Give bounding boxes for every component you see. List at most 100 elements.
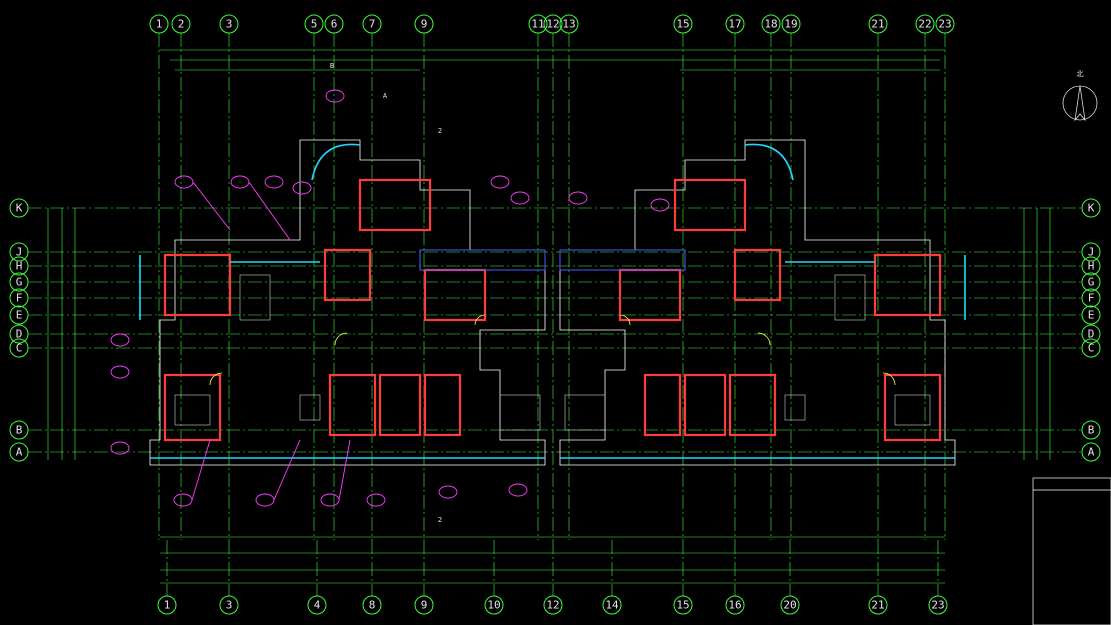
axis-bubble-left-A-label: A bbox=[16, 446, 23, 459]
axis-bubble-right-G-label: G bbox=[1088, 276, 1095, 289]
axis-bubble-bottom-9: 9 bbox=[414, 595, 434, 615]
axis-bubble-right-B: B bbox=[1081, 420, 1101, 440]
axis-bubble-right-B-label: B bbox=[1088, 424, 1095, 437]
axis-bubble-left-G-label: G bbox=[16, 276, 23, 289]
axis-bubble-right-H-label: H bbox=[1088, 260, 1095, 273]
axis-bubble-left-H-label: H bbox=[16, 260, 23, 273]
axis-bubble-bottom-8: 8 bbox=[362, 595, 382, 615]
axis-bubble-bottom-21: 21 bbox=[868, 595, 888, 615]
axis-bubble-right-H: H bbox=[1081, 256, 1101, 276]
axis-bubble-top-6: 6 bbox=[324, 14, 344, 34]
axis-bubble-left-D-label: D bbox=[16, 328, 23, 341]
axis-bubble-left-K: K bbox=[9, 198, 29, 218]
axis-bubble-left-K-label: K bbox=[16, 202, 23, 215]
axis-bubble-top-9-label: 9 bbox=[421, 18, 428, 31]
section-mark-2-top: 2 bbox=[438, 127, 442, 135]
axis-bubble-bottom-15-label: 15 bbox=[676, 599, 689, 612]
axis-bubble-bottom-1: 1 bbox=[157, 595, 177, 615]
axis-bubble-left-F-label: F bbox=[16, 292, 23, 305]
section-mark-2-bottom: 2 bbox=[438, 516, 442, 524]
section-mark-b: B bbox=[330, 62, 334, 70]
axis-bubble-bottom-16-label: 16 bbox=[728, 599, 741, 612]
axis-bubble-bottom-10-label: 10 bbox=[487, 599, 500, 612]
axis-bubble-bottom-16: 16 bbox=[725, 595, 745, 615]
axis-bubble-top-11-label: 11 bbox=[531, 18, 544, 31]
axis-bubble-left-C-label: C bbox=[16, 342, 23, 355]
axis-bubble-top-1-label: 1 bbox=[156, 18, 163, 31]
axis-bubble-top-6-label: 6 bbox=[331, 18, 338, 31]
axis-bubble-bottom-23: 23 bbox=[928, 595, 948, 615]
axis-bubble-right-F-label: F bbox=[1088, 292, 1095, 305]
axis-bubble-right-D: D bbox=[1081, 324, 1101, 344]
axis-bubble-bottom-14-label: 14 bbox=[605, 599, 619, 612]
axis-bubble-top-1: 1 bbox=[149, 14, 169, 34]
section-mark-a: A bbox=[383, 92, 388, 100]
plan-right-wing bbox=[559, 139, 966, 466]
axis-bubble-right-C-label: C bbox=[1088, 342, 1095, 355]
axis-bubble-left-B-label: B bbox=[16, 424, 23, 437]
axis-bubble-bottom-3-label: 3 bbox=[226, 599, 233, 612]
axis-bubble-left-C: C bbox=[9, 338, 29, 358]
axis-bubble-right-C: C bbox=[1081, 338, 1101, 358]
bottom-axis-bubbles: 1 3 4 8 9 10 12 14 15 16 20 21 23 bbox=[157, 595, 948, 615]
dimension-chains bbox=[47, 49, 1051, 584]
axis-bubble-bottom-20: 20 bbox=[780, 595, 800, 615]
axis-bubble-bottom-21-label: 21 bbox=[871, 599, 884, 612]
axis-bubble-bottom-9-label: 9 bbox=[421, 599, 428, 612]
axis-bubble-right-A: A bbox=[1081, 442, 1101, 462]
north-label: 北 bbox=[1077, 70, 1084, 78]
axis-bubble-bottom-12-label: 12 bbox=[546, 599, 559, 612]
axis-bubble-top-21: 21 bbox=[868, 14, 888, 34]
axis-bubble-right-J: J bbox=[1081, 242, 1101, 262]
axis-bubble-top-5: 5 bbox=[304, 14, 324, 34]
axis-bubble-bottom-4: 4 bbox=[307, 595, 327, 615]
axis-bubble-left-E-label: E bbox=[16, 309, 23, 322]
axis-bubble-top-18: 18 bbox=[761, 14, 781, 34]
axis-bubble-right-J-label: J bbox=[1088, 246, 1095, 259]
axis-bubble-top-7: 7 bbox=[362, 14, 382, 34]
section-marks: A B 2 2 北 bbox=[330, 62, 1098, 524]
axis-bubble-top-7-label: 7 bbox=[369, 18, 376, 31]
axis-bubble-top-23-label: 23 bbox=[938, 18, 951, 31]
axis-bubble-top-12: 12 bbox=[543, 14, 563, 34]
axis-bubble-left-G: G bbox=[9, 272, 29, 292]
axis-bubble-right-K-label: K bbox=[1088, 202, 1095, 215]
axis-bubble-top-15: 15 bbox=[673, 14, 693, 34]
axis-bubble-top-9: 9 bbox=[414, 14, 434, 34]
axis-bubble-top-17: 17 bbox=[725, 14, 745, 34]
axis-bubble-top-21-label: 21 bbox=[871, 18, 884, 31]
annotation-tags bbox=[110, 89, 670, 507]
north-arrow: 北 bbox=[1062, 70, 1098, 122]
axis-bubble-top-22-label: 22 bbox=[918, 18, 931, 31]
axis-bubble-right-K: K bbox=[1081, 198, 1101, 218]
vertical-grid-lines bbox=[158, 33, 946, 596]
axis-bubble-bottom-20-label: 20 bbox=[783, 599, 796, 612]
plan-left-wing bbox=[139, 139, 546, 466]
axis-bubble-top-23: 23 bbox=[935, 14, 955, 34]
axis-bubble-top-22: 22 bbox=[915, 14, 935, 34]
axis-bubble-left-J: J bbox=[9, 242, 29, 262]
axis-bubble-left-D: D bbox=[9, 324, 29, 344]
axis-bubble-top-17-label: 17 bbox=[728, 18, 741, 31]
axis-bubble-top-15-label: 15 bbox=[676, 18, 689, 31]
axis-bubble-top-2-label: 2 bbox=[178, 18, 185, 31]
axis-bubble-bottom-4-label: 4 bbox=[314, 599, 321, 612]
axis-bubble-left-B: B bbox=[9, 420, 29, 440]
axis-bubble-bottom-14: 14 bbox=[602, 595, 622, 615]
axis-bubble-bottom-1-label: 1 bbox=[164, 599, 171, 612]
axis-bubble-left-E: E bbox=[9, 305, 29, 325]
axis-bubble-bottom-23-label: 23 bbox=[931, 599, 944, 612]
axis-bubble-top-13-label: 13 bbox=[562, 18, 575, 31]
axis-bubble-top-18-label: 18 bbox=[764, 18, 777, 31]
axis-bubble-top-3: 3 bbox=[219, 14, 239, 34]
axis-bubble-left-F: F bbox=[9, 288, 29, 308]
axis-bubble-top-13: 13 bbox=[559, 14, 579, 34]
axis-bubble-left-J-label: J bbox=[16, 246, 23, 259]
notes-box bbox=[1032, 477, 1111, 625]
axis-bubble-left-H: H bbox=[9, 256, 29, 276]
axis-bubble-left-A: A bbox=[9, 442, 29, 462]
axis-bubble-right-E-label: E bbox=[1088, 309, 1095, 322]
